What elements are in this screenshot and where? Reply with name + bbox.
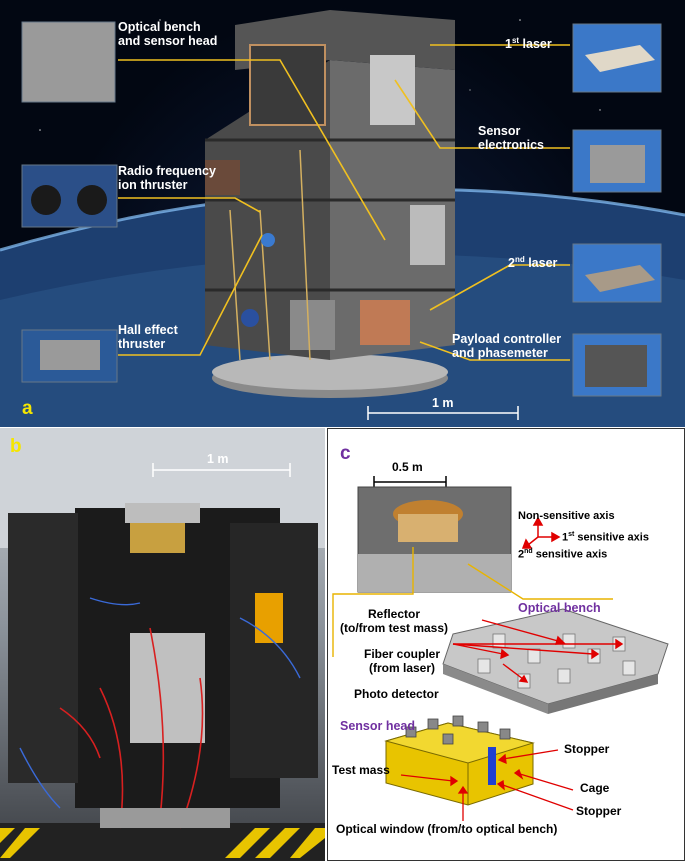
label-reflector: Reflector (to/from test mass) [340, 607, 449, 635]
label-photo-detector: Photo detector [354, 687, 439, 701]
rf-thruster-module [205, 160, 240, 195]
panel-b-letter: b [10, 436, 22, 457]
top-module [125, 503, 200, 523]
panel-a-leader-lines [118, 44, 570, 361]
label-sensor-head: Sensor head [340, 719, 416, 733]
panel-c-artwork [332, 476, 669, 821]
label-stopper-bottom: Stopper [576, 804, 622, 818]
panel-c-letter: c [340, 443, 351, 464]
panel-b-scale-bar [152, 463, 291, 477]
sensor-head-bolts [405, 715, 511, 745]
sensor-head-foil [130, 633, 205, 743]
panel-b-scale-label: 1 m [207, 452, 229, 466]
panel-a-letter: a [22, 398, 33, 419]
satellite-right-face [330, 60, 455, 360]
panel-b-satellite-photo: 1 m b [0, 428, 325, 861]
rf-thruster-nozzle [261, 233, 275, 247]
panel-c-leader-lines [332, 547, 613, 657]
label-cage: Cage [580, 781, 610, 795]
hall-thruster-nozzle [241, 309, 259, 327]
panel-c-red-arrows [452, 619, 624, 683]
label-optical-bench-sensor-head: Optical bench and sensor head [118, 20, 218, 48]
bench-photo-base [358, 554, 511, 592]
label-optical-bench: Optical bench [518, 601, 601, 615]
optical-bench-front-edge [443, 664, 548, 714]
sensor-head-body-photo [398, 514, 458, 542]
thumb-optical-bench [21, 21, 116, 103]
hall-thruster-module [290, 300, 335, 350]
label-hall-effect-thruster: Hall effect thruster [118, 323, 178, 351]
optical-bench-module [249, 44, 326, 126]
label-optical-window: Optical window (from/to optical bench) [336, 822, 558, 836]
label-sensor-electronics: Sensor electronics [478, 124, 545, 152]
panel-c-scale-bar [373, 476, 447, 488]
stopper-blue [488, 747, 496, 785]
panel-a-scale-label: 1 m [432, 396, 454, 410]
sensor-head-arrows [400, 749, 574, 821]
right-open-panel [230, 523, 318, 778]
assembly-stand [100, 808, 230, 828]
panel-b-artwork [0, 428, 325, 861]
label-fiber-coupler: Fiber coupler (from laser) [364, 647, 441, 675]
label-first-sensitive-axis: 1st sensitive axis [562, 531, 649, 544]
panel-a-satellite-render: Optical bench and sensor head 1st laser … [0, 0, 685, 427]
label-test-mass: Test mass [332, 763, 390, 777]
panel-a-artwork [0, 10, 685, 427]
satellite-base-ring-top [212, 354, 448, 390]
gold-foil-box [130, 523, 185, 553]
axis-triad [521, 516, 561, 549]
optical-bench-side-edge [548, 674, 658, 714]
second-laser-box [410, 205, 445, 265]
label-rf-ion-thruster: Radio frequency ion thruster [118, 164, 216, 192]
panel-c-scale-label: 0.5 m [392, 460, 423, 474]
label-first-laser: 1st laser [505, 36, 552, 52]
sensor-head-cage-top [384, 722, 535, 764]
label-payload-controller: Payload controller and phasemeter [452, 332, 562, 360]
payload-controller-box [360, 300, 410, 345]
left-open-panel [8, 513, 78, 783]
blue-cables [19, 597, 301, 809]
label-stopper-top: Stopper [564, 742, 610, 756]
satellite-decks [205, 138, 455, 292]
label-second-laser: 2nd laser [508, 255, 558, 271]
yellow-module [255, 593, 283, 643]
label-non-sensitive-axis: Non-sensitive axis [518, 510, 615, 522]
hazard-floor-stripes [0, 823, 325, 861]
label-second-sensitive-axis: 2nd sensitive axis [518, 548, 608, 561]
panel-a-scale-bar [367, 406, 519, 420]
sensor-electronics-box [370, 55, 415, 125]
panel-c-sensor-diagram: c 0.5 m Non-sensitive axis 1st sensitive… [327, 428, 685, 861]
